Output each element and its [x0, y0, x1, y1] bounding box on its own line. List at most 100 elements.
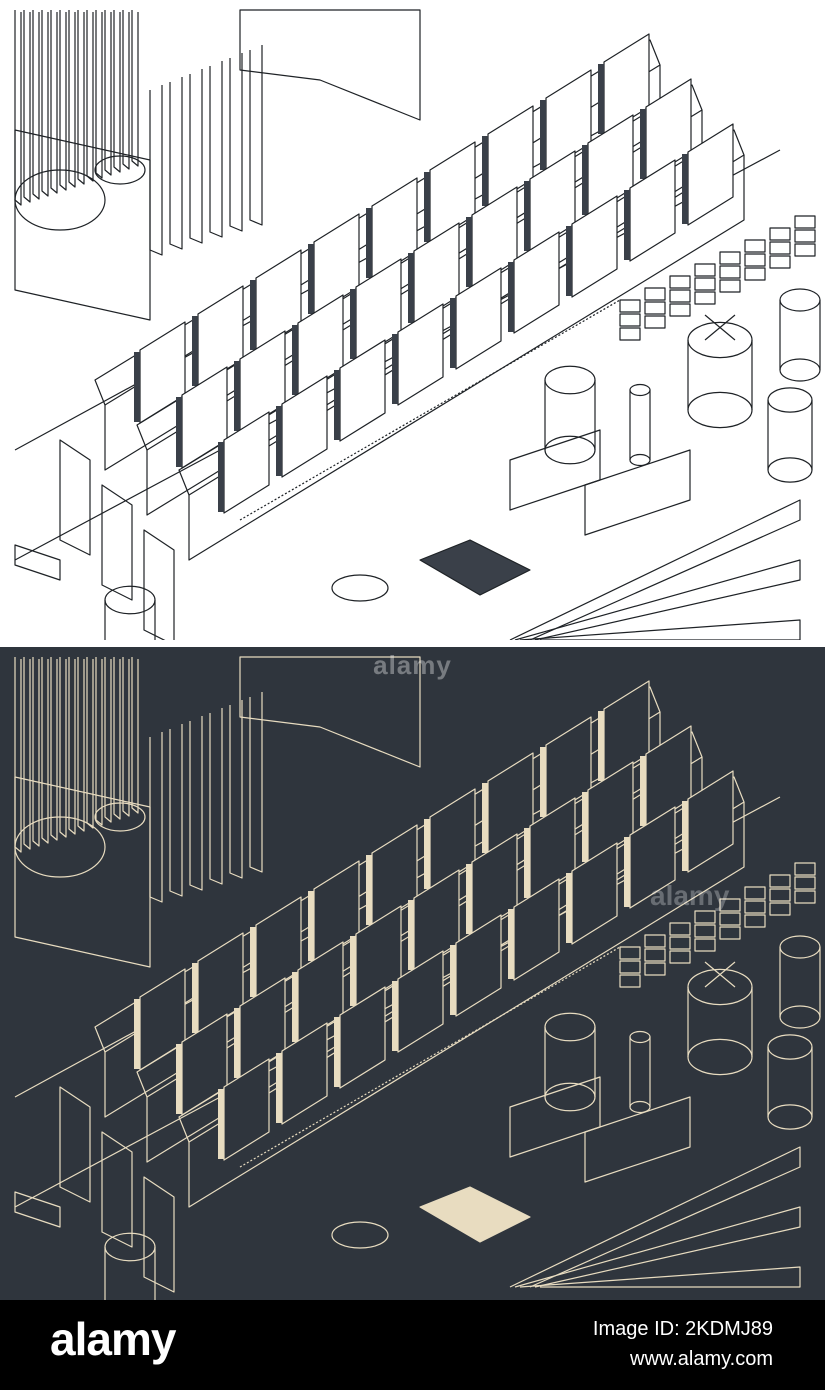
footer-bar: alamy Image ID: 2KDMJ89 www.alamy.com	[0, 1300, 825, 1390]
light-motherboard-illustration	[14, 9, 821, 640]
ic-chip	[419, 1186, 531, 1243]
pcie-slot	[509, 499, 801, 640]
power-pin	[769, 227, 791, 241]
chip-pins	[218, 442, 224, 512]
power-pin	[619, 946, 641, 960]
power-pin	[794, 215, 816, 229]
chip-pins	[366, 208, 372, 278]
heatsink-fin	[104, 10, 112, 176]
capacitor-body	[767, 400, 813, 470]
power-pin	[644, 934, 666, 948]
heatsink-fin	[209, 708, 223, 885]
screw-head	[94, 155, 146, 185]
chip-pins	[276, 1053, 282, 1123]
chip-pins	[582, 792, 588, 862]
dip-switch	[584, 449, 691, 536]
ram-module-board	[188, 802, 745, 1208]
chip-pins	[482, 783, 488, 853]
chip-pins	[540, 100, 546, 170]
capacitor-top	[767, 1034, 813, 1060]
chip-pins	[424, 172, 430, 242]
crystal-oscillator	[331, 1221, 389, 1249]
power-pin	[794, 862, 816, 876]
chip-pins	[540, 747, 546, 817]
watermark-middle: alamy	[650, 880, 730, 911]
heatsink-fin	[77, 657, 85, 832]
heatsink-fin	[122, 10, 130, 170]
chip-pins	[176, 397, 182, 467]
power-pin	[644, 287, 666, 301]
heatsink-fin	[131, 657, 139, 814]
heatsink-fin	[59, 10, 67, 191]
chip-pins	[482, 136, 488, 206]
power-pin	[669, 303, 691, 317]
capacitor-body	[767, 1047, 813, 1117]
chip-pins	[134, 352, 140, 422]
chip-pins	[566, 226, 572, 296]
heatsink-fin	[77, 10, 85, 185]
power-pin	[719, 251, 741, 265]
chip-pins	[292, 325, 298, 395]
memory-chip	[455, 267, 502, 370]
chip-pins	[292, 972, 298, 1042]
chip-pins	[524, 828, 530, 898]
heatsink-fin	[113, 10, 121, 173]
power-pin	[644, 301, 666, 315]
header-connector	[14, 544, 61, 581]
chip-pins	[392, 334, 398, 404]
heatsink-fin	[149, 85, 163, 256]
chip-pins	[350, 289, 356, 359]
fan-outline	[14, 816, 106, 878]
chip-pins	[192, 963, 198, 1033]
power-pin	[619, 974, 641, 988]
power-pin	[644, 948, 666, 962]
alamy-logo[interactable]: alamy	[50, 1313, 176, 1365]
chip-pins	[640, 109, 646, 179]
power-pin	[719, 898, 741, 912]
slot-latch	[143, 1176, 175, 1293]
chip-pins	[524, 181, 530, 251]
chip-pins	[334, 370, 340, 440]
memory-chip	[687, 123, 734, 226]
chip-pins	[234, 361, 240, 431]
memory-chip	[397, 950, 444, 1053]
chip-pins	[334, 1017, 340, 1087]
heatsink-fin	[209, 61, 223, 238]
heatsink-fin	[131, 10, 139, 167]
power-pin	[669, 289, 691, 303]
memory-chip	[571, 195, 618, 298]
power-pin	[794, 890, 816, 904]
chip-pins	[624, 190, 630, 260]
power-pin	[619, 960, 641, 974]
memory-chip	[223, 1058, 270, 1161]
memory-chip	[455, 914, 502, 1017]
light-drawing-panel	[0, 0, 825, 640]
chip-pins	[450, 298, 456, 368]
cpu-socket-cover	[239, 9, 421, 121]
heatsink-fin	[50, 10, 58, 194]
chip-pins	[308, 244, 314, 314]
dark-motherboard-illustration	[14, 656, 821, 1300]
dip-switch	[509, 429, 601, 511]
chip-pins	[250, 927, 256, 997]
capacitor-body	[104, 1247, 156, 1300]
chip-pins	[640, 756, 646, 826]
site-url[interactable]: www.alamy.com	[630, 1348, 773, 1370]
cooler-block	[14, 776, 151, 968]
capacitor-base	[629, 453, 651, 467]
capacitor-body	[629, 1037, 651, 1107]
heatsink-fin	[229, 53, 243, 232]
heatsink-fin	[104, 657, 112, 823]
chip-pins	[466, 864, 472, 934]
heatsink-fin	[169, 77, 183, 250]
capacitor-top	[104, 1232, 156, 1262]
chip-pins	[392, 981, 398, 1051]
dip-switch	[509, 1076, 601, 1158]
capacitor-base	[687, 1038, 753, 1076]
power-pin	[694, 938, 716, 952]
memory-chip	[571, 842, 618, 945]
memory-chip	[687, 770, 734, 873]
capacitor-body	[779, 300, 821, 370]
capacitor-top	[544, 1012, 596, 1042]
chip-pins	[408, 900, 414, 970]
